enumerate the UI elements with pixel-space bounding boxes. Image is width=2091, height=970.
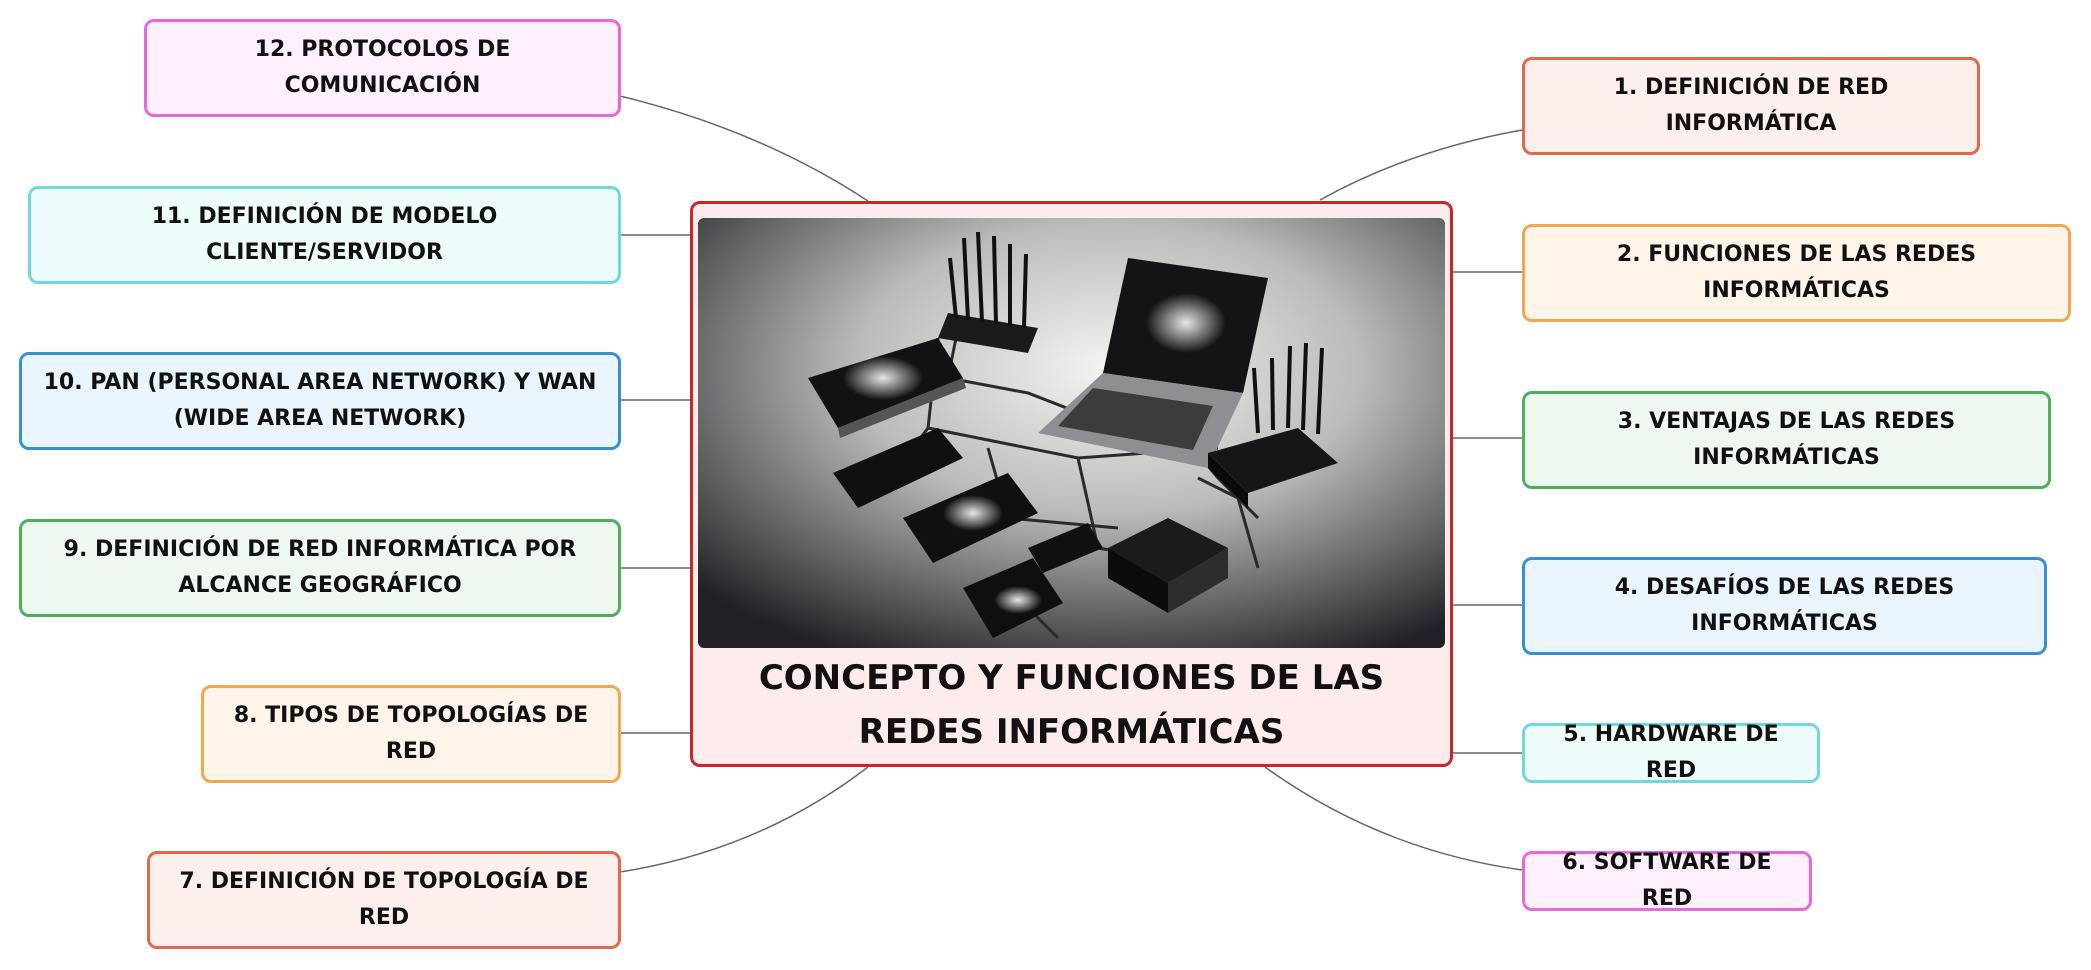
topic-label: 6. SOFTWARE DE RED: [1562, 850, 1772, 911]
topic-label: 3. VENTAJAS DE LAS REDES INFORMÁTICAS: [1617, 409, 1956, 470]
switch-icon: [1108, 518, 1228, 613]
link-6: [1264, 766, 1523, 871]
smartphone-icon: [833, 428, 1103, 573]
topic-3[interactable]: 3. VENTAJAS DE LAS REDES INFORMÁTICAS: [1522, 391, 2051, 489]
topic-10[interactable]: 10. PAN (PERSONAL AREA NETWORK) Y WAN (W…: [19, 352, 621, 450]
topic-8[interactable]: 8. TIPOS DE TOPOLOGÍAS DE RED: [201, 685, 621, 783]
link-12: [619, 95, 869, 202]
topic-label: 7. DEFINICIÓN DE TOPOLOGÍA DE RED: [179, 869, 589, 930]
router-icon: [1208, 342, 1338, 508]
router-icon: [938, 231, 1038, 353]
topic-1[interactable]: 1. DEFINICIÓN DE RED INFORMÁTICA: [1522, 57, 1980, 155]
topic-label: 2. FUNCIONES DE LAS REDES INFORMÁTICAS: [1616, 242, 1977, 303]
topic-label: 9. DEFINICIÓN DE RED INFORMÁTICA POR ALC…: [63, 537, 577, 598]
topic-11[interactable]: 11. DEFINICIÓN DE MODELO CLIENTE/SERVIDO…: [28, 186, 621, 284]
topic-label: 10. PAN (PERSONAL AREA NETWORK) Y WAN (W…: [43, 370, 597, 431]
link-1: [1319, 129, 1523, 201]
topic-label: 11. DEFINICIÓN DE MODELO CLIENTE/SERVIDO…: [151, 204, 498, 265]
topic-label: 5. HARDWARE DE RED: [1563, 722, 1779, 783]
topic-9[interactable]: 9. DEFINICIÓN DE RED INFORMÁTICA POR ALC…: [19, 519, 621, 617]
topic-label: 8. TIPOS DE TOPOLOGÍAS DE RED: [233, 703, 589, 764]
topic-6[interactable]: 6. SOFTWARE DE RED: [1522, 850, 1812, 911]
topic-label: 1. DEFINICIÓN DE RED INFORMÁTICA: [1613, 75, 1889, 136]
tablet-icon: [808, 338, 966, 438]
topic-2[interactable]: 2. FUNCIONES DE LAS REDES INFORMÁTICAS: [1522, 224, 2071, 322]
hard-drive-icon: [963, 558, 1063, 638]
topic-7[interactable]: 7. DEFINICIÓN DE TOPOLOGÍA DE RED: [147, 851, 621, 949]
topic-4[interactable]: 4. DESAFÍOS DE LAS REDES INFORMÁTICAS: [1522, 557, 2047, 655]
topic-5[interactable]: 5. HARDWARE DE RED: [1522, 722, 1820, 783]
topic-12[interactable]: 12. PROTOCOLOS DE COMUNICACIÓN: [144, 19, 621, 117]
central-topic[interactable]: CONCEPTO Y FUNCIONES DE LAS REDES INFORM…: [690, 201, 1453, 767]
laptop-icon: [1038, 258, 1268, 468]
topic-label: 4. DESAFÍOS DE LAS REDES INFORMÁTICAS: [1614, 575, 1955, 636]
central-topic-title: CONCEPTO Y FUNCIONES DE LAS REDES INFORM…: [758, 658, 1385, 752]
network-devices-image: [698, 218, 1445, 648]
topic-label: 12. PROTOCOLOS DE COMUNICACIÓN: [254, 37, 511, 98]
link-7: [619, 766, 869, 873]
